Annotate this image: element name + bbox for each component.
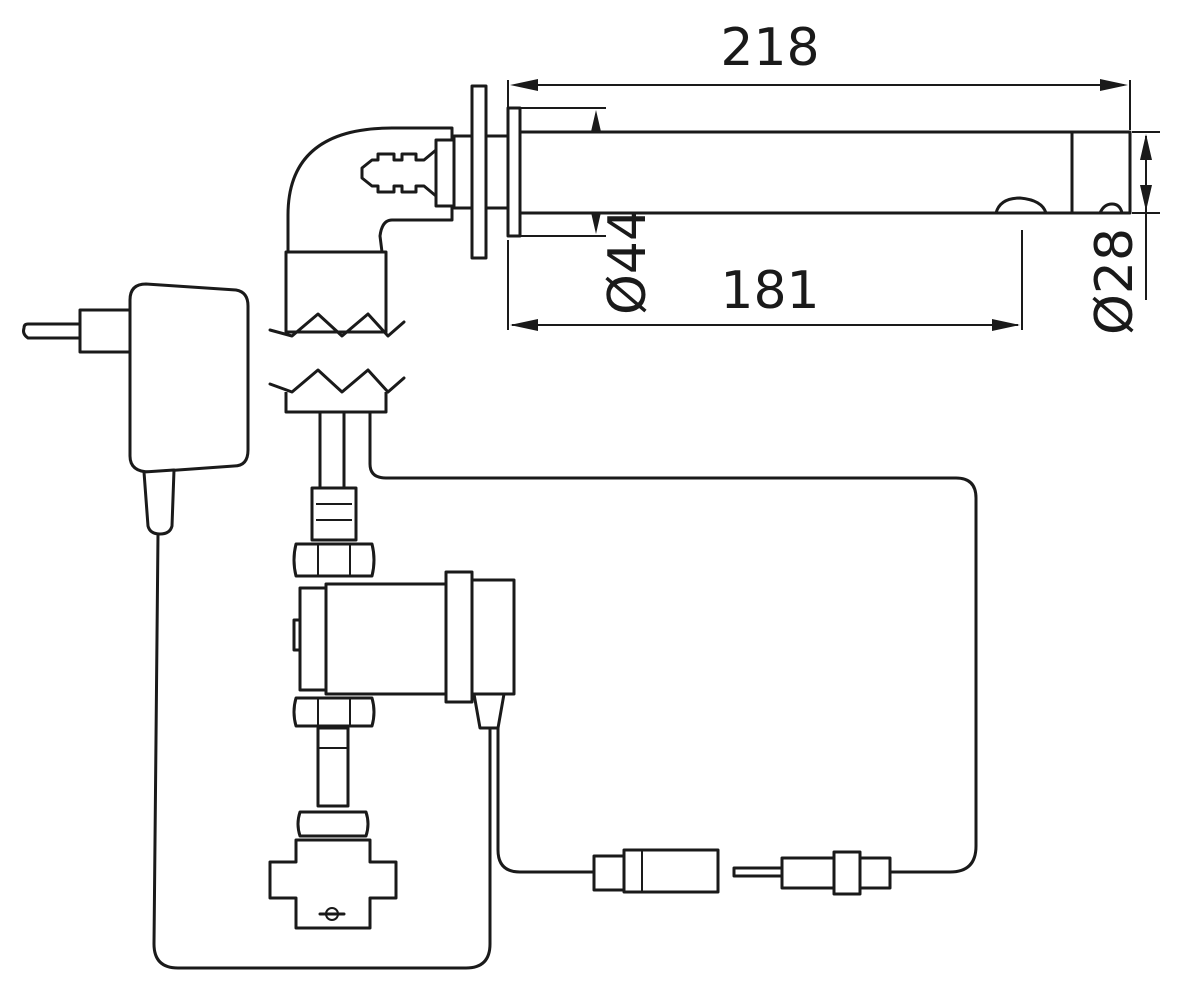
dimension-flange-diameter: Ø44 — [520, 107, 658, 315]
power-adapter — [22, 282, 250, 536]
faucet-spout — [452, 84, 1132, 260]
plug-connector-male — [732, 850, 892, 896]
plug-connector-female — [592, 848, 720, 894]
dimension-d44-label: Ø44 — [598, 208, 658, 315]
dimension-181-label: 181 — [720, 261, 819, 321]
dimension-spout-diameter: Ø28 — [1085, 131, 1160, 335]
solenoid-valve-assembly — [268, 486, 516, 930]
power-cable — [152, 532, 492, 970]
sensor-cable — [368, 410, 978, 874]
dimension-reach-length: 181 — [507, 230, 1023, 331]
pipe-section-broken — [268, 250, 406, 490]
dimension-d28-label: Ø28 — [1085, 228, 1145, 335]
dimension-218-label: 218 — [720, 18, 819, 78]
elbow-connector — [286, 126, 456, 254]
valve-cable — [496, 726, 596, 874]
dimension-overall-length: 218 — [507, 18, 1131, 130]
